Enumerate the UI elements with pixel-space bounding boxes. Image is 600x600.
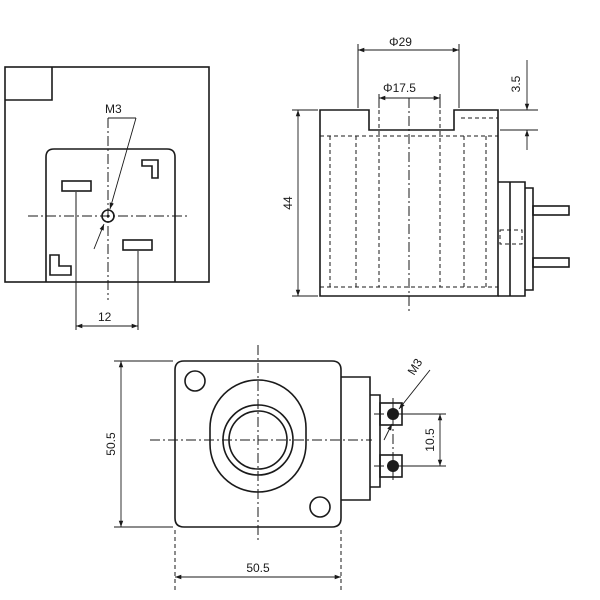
outer-diameter-label: Φ29 [389, 35, 412, 49]
height-label: 44 [281, 196, 295, 210]
top-offset-label: 3.5 [509, 75, 523, 92]
connector-step [370, 394, 381, 488]
bobbin-outline [209, 379, 307, 493]
front-view-corner-notch [5, 67, 53, 101]
front-thread-label: M3 [105, 102, 122, 116]
connector-pin-slot [61, 180, 92, 192]
terminal-pin [532, 257, 570, 268]
mounting-hole [184, 370, 206, 392]
front-pin-spacing-label: 12 [98, 310, 112, 324]
connector-socket-outline [45, 148, 176, 282]
top-thread-leader [398, 369, 431, 410]
connector-flange [525, 187, 534, 291]
front-thread-leader [109, 117, 137, 210]
connector-block [498, 181, 526, 297]
terminal-thread-arrow [383, 423, 393, 441]
terminal-pin [532, 205, 570, 216]
connector-pin-slot [122, 239, 153, 251]
center-screw-hole [101, 209, 115, 223]
inner-diameter-label: Φ17.5 [383, 81, 416, 95]
front-thread-arrow [93, 223, 105, 250]
ground-pin-slot [141, 159, 159, 179]
ground-pin-slot [49, 254, 72, 276]
top-height-label: 50.5 [104, 432, 118, 456]
side-view: Φ29 Φ17.5 3.5 44 [281, 35, 570, 314]
top-width-label: 50.5 [246, 561, 270, 575]
front-view: M3 12 [4, 66, 210, 330]
connector-housing [341, 376, 371, 501]
center-screw-point [106, 214, 110, 218]
top-thread-label: M3 [405, 356, 426, 378]
top-pin-spacing-label: 10.5 [423, 428, 437, 452]
hidden-pin-cavity [499, 229, 523, 245]
coil-body-top-outline [174, 360, 342, 528]
mounting-hole [309, 496, 331, 518]
top-view: M3 10.5 50.5 50.5 [104, 345, 446, 590]
front-view-outline [4, 66, 210, 283]
